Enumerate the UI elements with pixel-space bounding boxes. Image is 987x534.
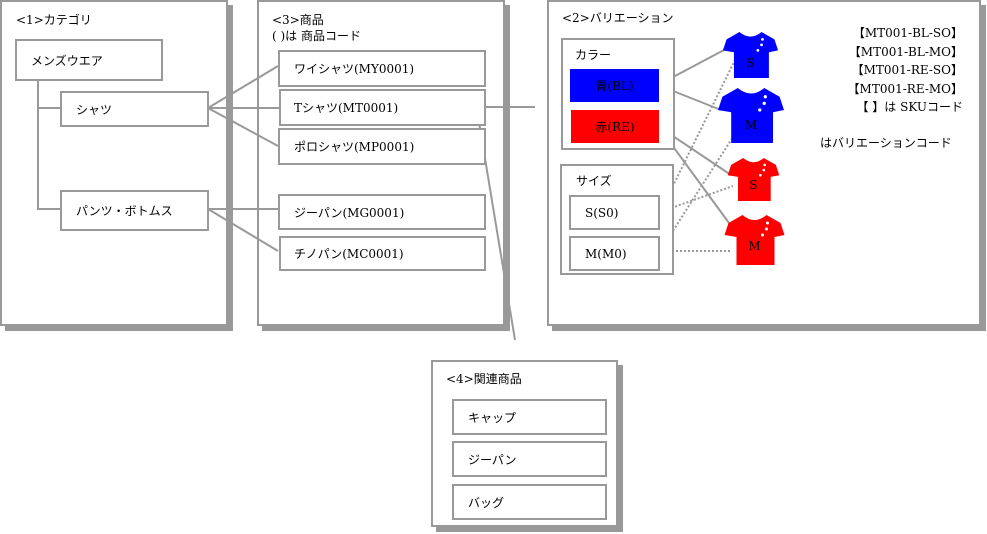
related-label: キャップ bbox=[468, 410, 517, 425]
sku-code: 【MT001-BL-SO】 bbox=[852, 26, 963, 40]
product-label: ジーパン(MG0001) bbox=[294, 205, 405, 220]
product-label: ワイシャツ(MY0001) bbox=[294, 62, 415, 76]
product-item[interactable]: ジーパン(MG0001) bbox=[278, 194, 486, 230]
size-label: サイズ bbox=[576, 174, 612, 188]
size-option-label: M(M0) bbox=[585, 246, 627, 261]
size-option-label: S(S0) bbox=[585, 205, 619, 220]
tshirt-icon[interactable]: S bbox=[722, 32, 779, 78]
sku-code: 【MT001-RE-MO】 bbox=[847, 81, 963, 96]
related-title: <4>関連商品 bbox=[446, 372, 522, 386]
products-note: ( )は 商品コード bbox=[272, 29, 361, 43]
sku-legend: 【 】は SKUコード bbox=[856, 100, 963, 114]
tshirt-icon[interactable]: S bbox=[727, 158, 780, 201]
related-label: バッグ bbox=[468, 495, 505, 510]
variation-code-note: はバリエーションコード bbox=[820, 136, 952, 150]
shirt-size-label: M bbox=[744, 118, 758, 132]
related-item[interactable]: バッグ bbox=[452, 484, 607, 520]
related-item[interactable]: ジーパン bbox=[452, 441, 607, 477]
product-item[interactable]: ポロシャツ(MP0001) bbox=[278, 128, 486, 165]
size-option-s[interactable]: S(S0) bbox=[569, 195, 660, 230]
category-item-shirts[interactable]: シャツ bbox=[60, 91, 209, 127]
color-option-label: 青(BL) bbox=[595, 79, 634, 93]
category-label: メンズウエア bbox=[31, 53, 103, 68]
products-title: <3>商品 bbox=[272, 13, 324, 27]
category-title: <1>カテゴリ bbox=[16, 13, 92, 27]
sku-code-list: 【MT001-BL-SO】 【MT001-BL-MO】 【MT001-RE-SO… bbox=[848, 24, 963, 117]
product-item[interactable]: チノパン(MC0001) bbox=[279, 236, 486, 271]
related-label: ジーパン bbox=[468, 452, 517, 467]
tshirt-icon[interactable]: M bbox=[723, 215, 786, 265]
product-label: ポロシャツ(MP0001) bbox=[294, 140, 415, 154]
product-item[interactable]: Tシャツ(MT0001) bbox=[279, 89, 486, 126]
tshirt-icon[interactable]: M bbox=[718, 88, 784, 143]
related-item[interactable]: キャップ bbox=[452, 399, 607, 435]
product-label: チノパン(MC0001) bbox=[294, 247, 404, 261]
category-label: パンツ・ボトムス bbox=[76, 204, 173, 218]
shirt-size-label: S bbox=[746, 56, 755, 70]
sku-code: 【MT001-RE-SO】 bbox=[851, 63, 963, 77]
shirt-size-label: S bbox=[749, 178, 758, 192]
product-item[interactable]: ワイシャツ(MY0001) bbox=[278, 50, 486, 87]
color-option-blue[interactable]: 青(BL) bbox=[570, 69, 659, 102]
size-option-m[interactable]: M(M0) bbox=[569, 236, 660, 271]
shirt-size-label: M bbox=[748, 239, 761, 253]
sku-code: 【MT001-BL-MO】 bbox=[848, 44, 963, 59]
color-option-label: 赤(RE) bbox=[595, 120, 635, 134]
color-label: カラー bbox=[575, 48, 612, 62]
variation-title: <2>バリエーション bbox=[562, 11, 674, 25]
category-label: シャツ bbox=[76, 102, 113, 117]
category-item-pants[interactable]: パンツ・ボトムス bbox=[60, 190, 209, 231]
category-root-menswear[interactable]: メンズウエア bbox=[15, 39, 163, 81]
color-option-red[interactable]: 赤(RE) bbox=[571, 110, 659, 143]
product-label: Tシャツ(MT0001) bbox=[294, 101, 399, 115]
